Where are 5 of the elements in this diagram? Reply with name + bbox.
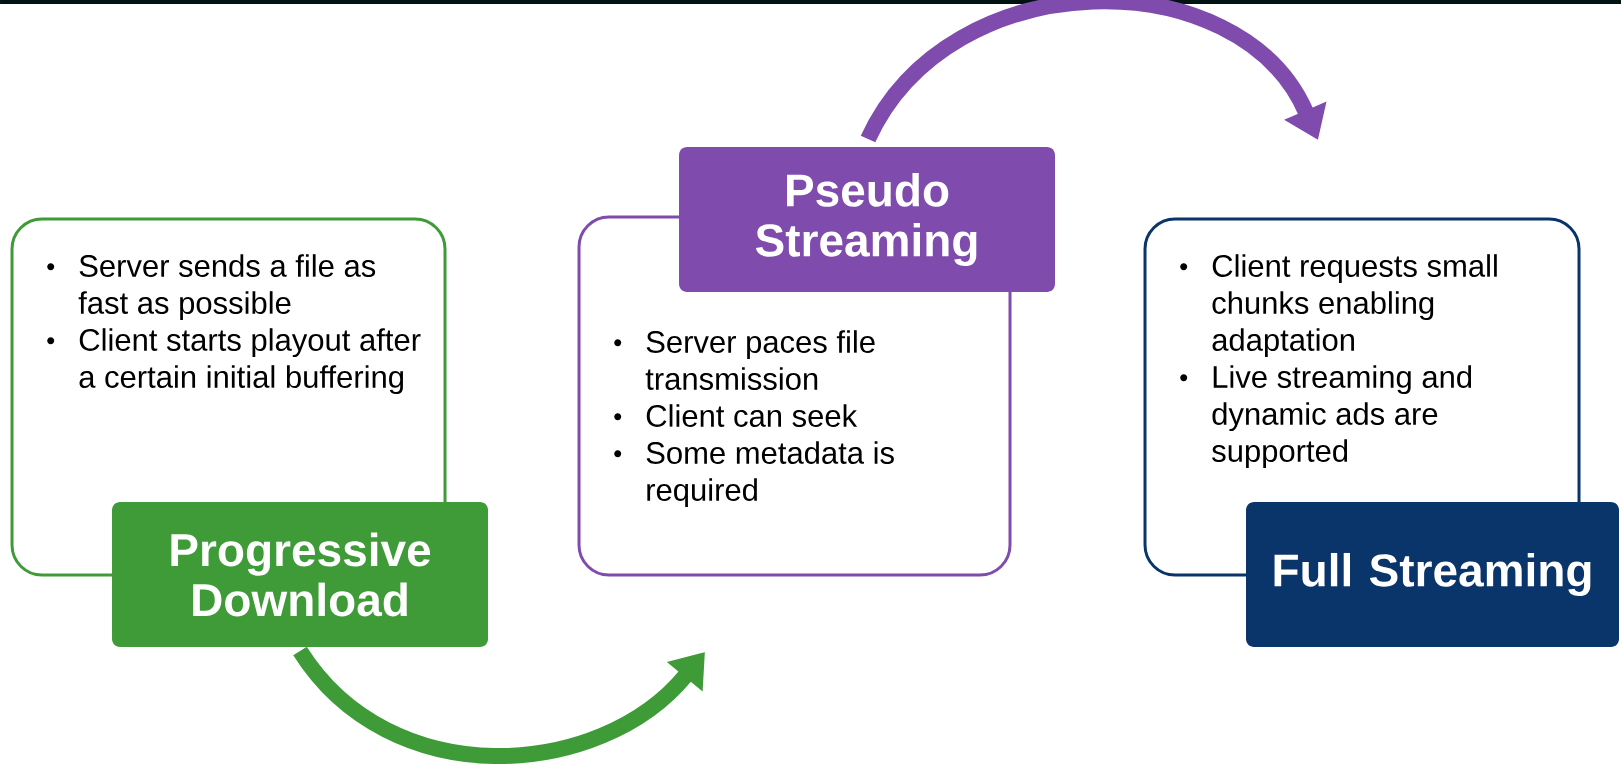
title-box: Progressive Download — [112, 502, 488, 647]
title-box: Pseudo Streaming — [679, 147, 1055, 292]
curved-arrow — [861, 0, 1327, 144]
curved-arrow — [293, 646, 705, 764]
title-box: Full Streaming — [1246, 502, 1619, 647]
